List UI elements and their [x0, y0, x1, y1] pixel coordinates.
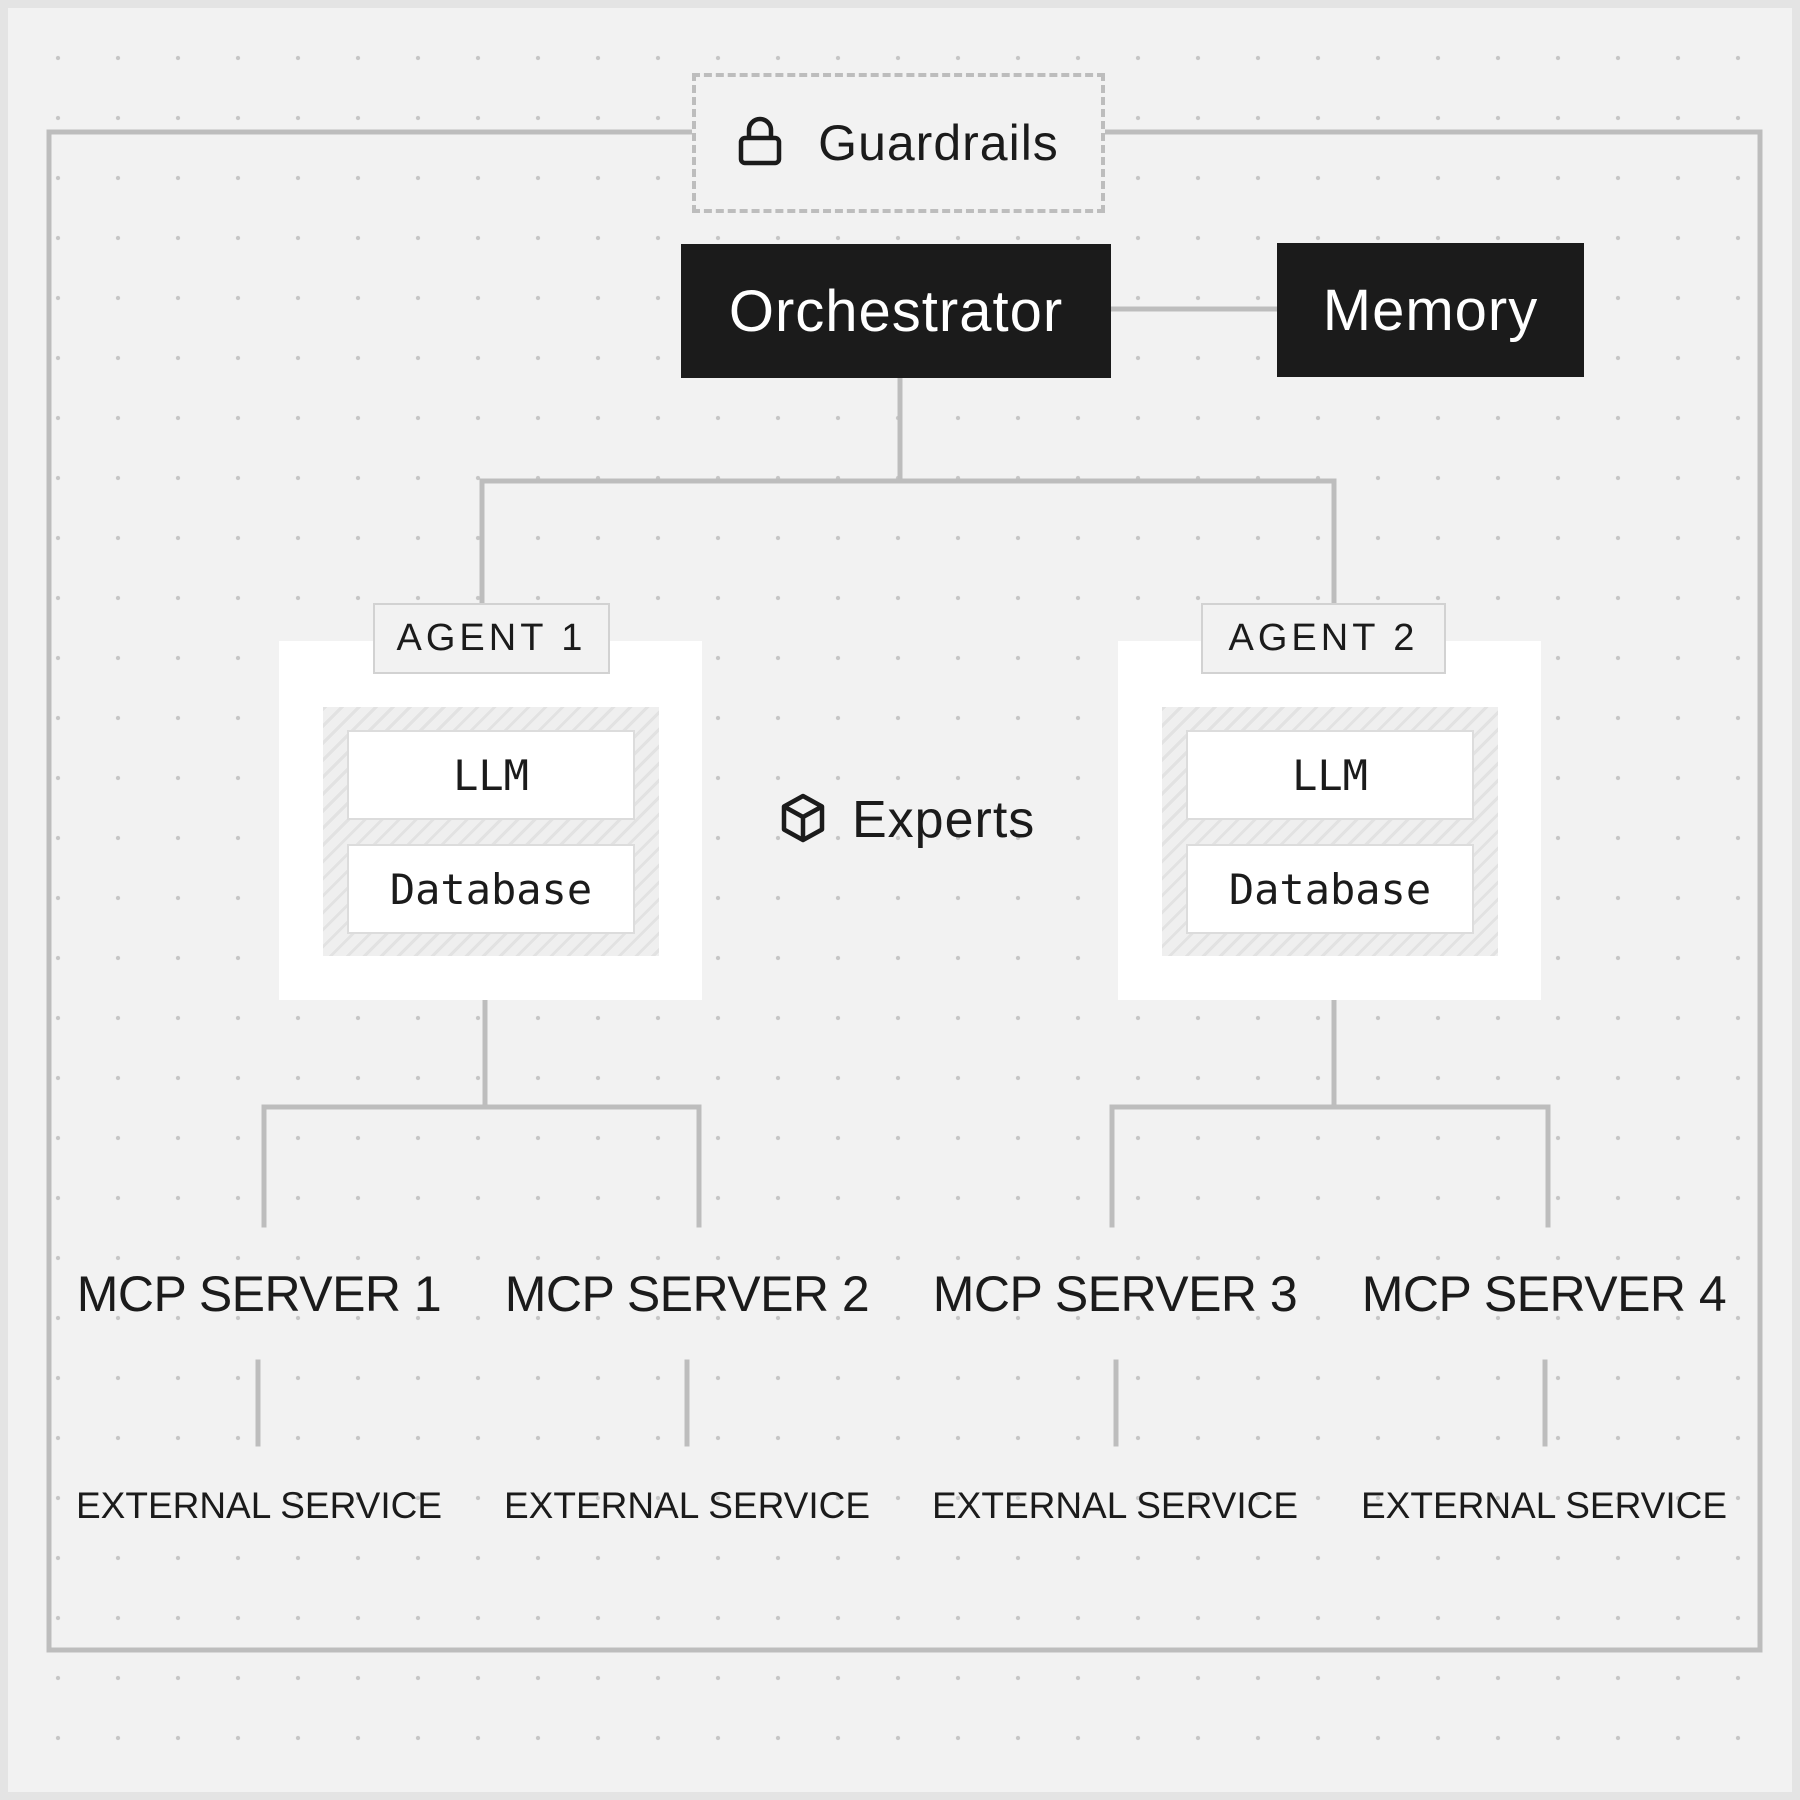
mcp-server-3-label: MCP SERVER 3: [932, 1266, 1298, 1322]
agent-1-tab: AGENT 1: [373, 603, 610, 674]
external-service-2-label: EXTERNAL SERVICE: [503, 1485, 870, 1526]
external-service-4: EXTERNAL SERVICE: [1339, 1482, 1749, 1530]
memory-label: Memory: [1322, 277, 1539, 343]
outer-frame-line: [46, 129, 1763, 1653]
mcp-server-3: MCP SERVER 3: [910, 1262, 1320, 1326]
guardrails-label: Guardrails: [818, 115, 1059, 171]
mcp-server-4-label: MCP SERVER 4: [1361, 1266, 1727, 1322]
agent-1-label: AGENT 1: [396, 617, 587, 659]
agent-2-llm: LLM: [1186, 730, 1474, 820]
external-service-1: EXTERNAL SERVICE: [54, 1482, 464, 1530]
experts-group: Experts: [780, 785, 1060, 855]
agent-2-llm-label: LLM: [1292, 750, 1368, 800]
agent-1-database: Database: [347, 844, 635, 934]
agent-1-llm: LLM: [347, 730, 635, 820]
external-service-3: EXTERNAL SERVICE: [910, 1482, 1320, 1530]
agent-2-database: Database: [1186, 844, 1474, 934]
lock-icon: [738, 116, 782, 171]
agent-1-database-label: Database: [389, 864, 593, 914]
external-service-4-label: EXTERNAL SERVICE: [1360, 1485, 1727, 1526]
mcp-server-1-label: MCP SERVER 1: [76, 1266, 442, 1322]
agent-2-tab: AGENT 2: [1201, 603, 1446, 674]
mcp-server-2: MCP SERVER 2: [482, 1262, 892, 1326]
orchestrator-box: Orchestrator: [681, 244, 1111, 378]
cube-icon: [780, 793, 826, 848]
experts-label: Experts: [852, 791, 1036, 849]
external-service-2: EXTERNAL SERVICE: [482, 1482, 892, 1530]
agent-2-label: AGENT 2: [1228, 617, 1419, 659]
external-service-3-label: EXTERNAL SERVICE: [931, 1485, 1298, 1526]
memory-box: Memory: [1277, 243, 1584, 377]
mcp-server-2-label: MCP SERVER 2: [504, 1266, 870, 1322]
agent-1-llm-label: LLM: [453, 750, 529, 800]
guardrails-box: Guardrails: [692, 73, 1105, 213]
mcp-server-4: MCP SERVER 4: [1339, 1262, 1749, 1326]
orchestrator-label: Orchestrator: [728, 278, 1064, 344]
mcp-server-1: MCP SERVER 1: [54, 1262, 464, 1326]
external-service-1-label: EXTERNAL SERVICE: [75, 1485, 442, 1526]
agent-2-database-label: Database: [1228, 864, 1432, 914]
